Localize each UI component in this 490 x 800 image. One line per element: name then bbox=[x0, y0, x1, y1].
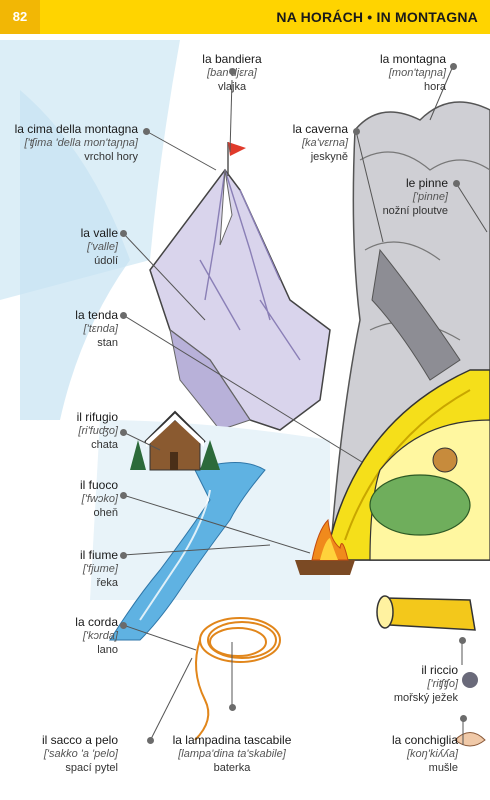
translation: oheň bbox=[93, 507, 118, 519]
pronunciation: [lampa'dina ta'skabile] bbox=[178, 748, 286, 760]
pronunciation: ['valle] bbox=[87, 241, 118, 253]
label-rifugio: il rifugio [ri'fuʤo] chata bbox=[0, 410, 118, 452]
pointer-dot bbox=[120, 622, 127, 629]
label-riccio: il riccio ['riʧʧo] mořský ježek bbox=[288, 663, 458, 705]
term: la cima della montagna bbox=[14, 122, 138, 136]
term: la valle bbox=[80, 226, 118, 240]
term: il rifugio bbox=[76, 410, 118, 424]
translation: hora bbox=[423, 81, 446, 93]
translation: vlajka bbox=[217, 81, 247, 93]
translation: řeka bbox=[96, 577, 118, 589]
pronunciation: ['kɔrda] bbox=[82, 630, 118, 642]
sea-urchin bbox=[462, 672, 478, 688]
term: la montagna bbox=[379, 52, 446, 66]
cave bbox=[371, 248, 461, 381]
pointer-dot bbox=[460, 715, 467, 722]
pointer-dot bbox=[120, 230, 127, 237]
term: la caverna bbox=[292, 122, 348, 136]
pointer-dot bbox=[229, 68, 236, 75]
pointer-dot bbox=[459, 637, 466, 644]
pronunciation: ['pinne] bbox=[412, 191, 448, 203]
pronunciation: [koŋ'kiʎʎa] bbox=[406, 748, 458, 760]
pronunciation: ['fwɔko] bbox=[81, 493, 118, 505]
pointer-dot bbox=[143, 128, 150, 135]
pronunciation: ['tɛnda] bbox=[83, 323, 118, 335]
flag bbox=[228, 142, 246, 156]
campfire bbox=[295, 518, 355, 575]
term: il fiume bbox=[79, 548, 118, 562]
rope bbox=[194, 617, 281, 741]
page-title: NA HORÁCH • IN MONTAGNA bbox=[276, 9, 478, 25]
sleeping-bag bbox=[369, 474, 471, 536]
pointer-dot bbox=[120, 312, 127, 319]
translation: chata bbox=[91, 439, 118, 451]
term: la corda bbox=[75, 615, 118, 629]
seashell bbox=[454, 732, 486, 747]
label-montagna: la montagna [mon'taɲɲa] hora bbox=[276, 52, 446, 94]
translation: baterka bbox=[213, 762, 251, 774]
term: il riccio bbox=[421, 663, 458, 677]
page-header: 82 NA HORÁCH • IN MONTAGNA bbox=[0, 0, 490, 34]
label-caverna: la caverna [ka'vɛrna] jeskyně bbox=[178, 122, 348, 164]
translation: spací pytel bbox=[65, 762, 118, 774]
term: la lampadina tascabile bbox=[172, 733, 292, 747]
pointer-dot bbox=[120, 552, 127, 559]
term: la bandiera bbox=[202, 52, 262, 66]
river bbox=[109, 462, 266, 641]
pointer-dot bbox=[120, 492, 127, 499]
pronunciation: ['sakko 'a 'pelo] bbox=[43, 748, 118, 760]
pronunciation: [mon'taɲɲa] bbox=[388, 67, 446, 79]
translation: lano bbox=[97, 644, 118, 656]
pronunciation: ['riʧʧo] bbox=[427, 678, 458, 690]
term: la tenda bbox=[75, 308, 118, 322]
translation: údolí bbox=[94, 255, 118, 267]
label-sacco: il sacco a pelo ['sakko 'a 'pelo] spací … bbox=[0, 733, 118, 775]
label-fuoco: il fuoco ['fwɔko] oheň bbox=[0, 478, 118, 520]
pointer-dot bbox=[353, 128, 360, 135]
label-pinne: le pinne ['pinne] nožní ploutve bbox=[278, 176, 448, 218]
pronunciation: ['fjume] bbox=[82, 563, 118, 575]
pointer-dot bbox=[120, 429, 127, 436]
label-corda: la corda ['kɔrda] lano bbox=[0, 615, 118, 657]
label-fiume: il fiume ['fjume] řeka bbox=[0, 548, 118, 590]
term: le pinne bbox=[405, 176, 448, 190]
label-conchiglia: la conchiglia [koŋ'kiʎʎa] mušle bbox=[288, 733, 458, 775]
pointer-dot bbox=[450, 63, 457, 70]
label-valle: la valle ['valle] údolí bbox=[0, 226, 118, 268]
translation: mořský ježek bbox=[393, 692, 458, 704]
pointer-dot bbox=[229, 704, 236, 711]
mountain-hut bbox=[144, 410, 206, 471]
translation: vrchol hory bbox=[84, 151, 138, 163]
label-cima: la cima della montagna ['ʧima 'della mon… bbox=[0, 122, 138, 164]
flashlight bbox=[376, 595, 476, 631]
pointer-dot bbox=[453, 180, 460, 187]
translation: nožní ploutve bbox=[382, 205, 448, 217]
term: la conchiglia bbox=[391, 733, 458, 747]
page-number: 82 bbox=[12, 9, 28, 24]
pointer-dot bbox=[147, 737, 154, 744]
translation: stan bbox=[97, 337, 118, 349]
pronunciation: [ri'fuʤo] bbox=[78, 425, 118, 437]
translation: jeskyně bbox=[310, 151, 348, 163]
term: il sacco a pelo bbox=[41, 733, 118, 747]
tent bbox=[329, 369, 490, 561]
label-lampadina: la lampadina tascabile [lampa'dina ta'sk… bbox=[147, 733, 317, 775]
term: il fuoco bbox=[79, 478, 118, 492]
label-tenda: la tenda ['tɛnda] stan bbox=[0, 308, 118, 350]
pronunciation: ['ʧima 'della mon'taɲɲa] bbox=[24, 137, 139, 149]
mountain-camp-illustration bbox=[0, 40, 490, 747]
translation: mušle bbox=[428, 762, 458, 774]
pronunciation: [ka'vɛrna] bbox=[301, 137, 348, 149]
page-number-tab bbox=[0, 0, 40, 34]
